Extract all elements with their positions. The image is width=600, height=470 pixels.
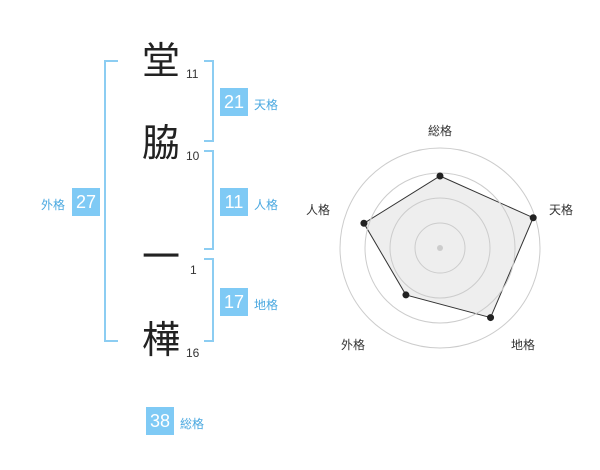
radar-center-dot [437, 245, 443, 251]
radar-ring-1 [414, 222, 466, 274]
soukaku-value: 38 [146, 407, 174, 435]
soukaku-label: 総格 [180, 417, 205, 431]
jinkaku-bracket [204, 150, 214, 250]
radar-axis-label-jinkaku: 人格 [306, 203, 331, 217]
tenkaku-bracket [204, 60, 214, 142]
radar-axis-label-soukaku: 総格 [428, 124, 453, 138]
radar-axis-label-tenkaku: 天格 [549, 203, 574, 217]
radar-axis-label-gaikaku: 外格 [341, 338, 366, 352]
stroke-count-4: 16 [186, 346, 200, 360]
stroke-count-1: 11 [186, 67, 199, 81]
chikaku-label: 地格 [254, 298, 279, 312]
stroke-count-3: 1 [190, 263, 197, 277]
stroke-count-2: 10 [186, 149, 200, 163]
name-char-1: 堂 [142, 39, 181, 83]
tenkaku-value: 21 [220, 88, 248, 116]
radar-point-5 [360, 219, 368, 227]
radar-point-1 [436, 172, 444, 180]
radar-axis-label-chikaku: 地格 [511, 338, 536, 352]
radar-ring-2 [389, 197, 491, 299]
chikaku-value: 17 [220, 288, 248, 316]
tenkaku-label: 天格 [254, 98, 279, 112]
jinkaku-label: 人格 [254, 198, 279, 212]
gaikaku-value: 27 [72, 188, 100, 216]
gaikaku-label: 外格 [41, 198, 66, 212]
radar-point-4 [402, 291, 410, 299]
name-char-4: 樺 [142, 318, 181, 362]
name-char-3: 一 [142, 235, 181, 279]
jinkaku-value: 11 [220, 188, 248, 216]
name-char-2: 脇 [142, 121, 181, 165]
radar-point-3 [487, 314, 495, 322]
radar-point-2 [529, 214, 537, 222]
chikaku-bracket [204, 258, 214, 342]
gaikaku-bracket [104, 60, 118, 342]
